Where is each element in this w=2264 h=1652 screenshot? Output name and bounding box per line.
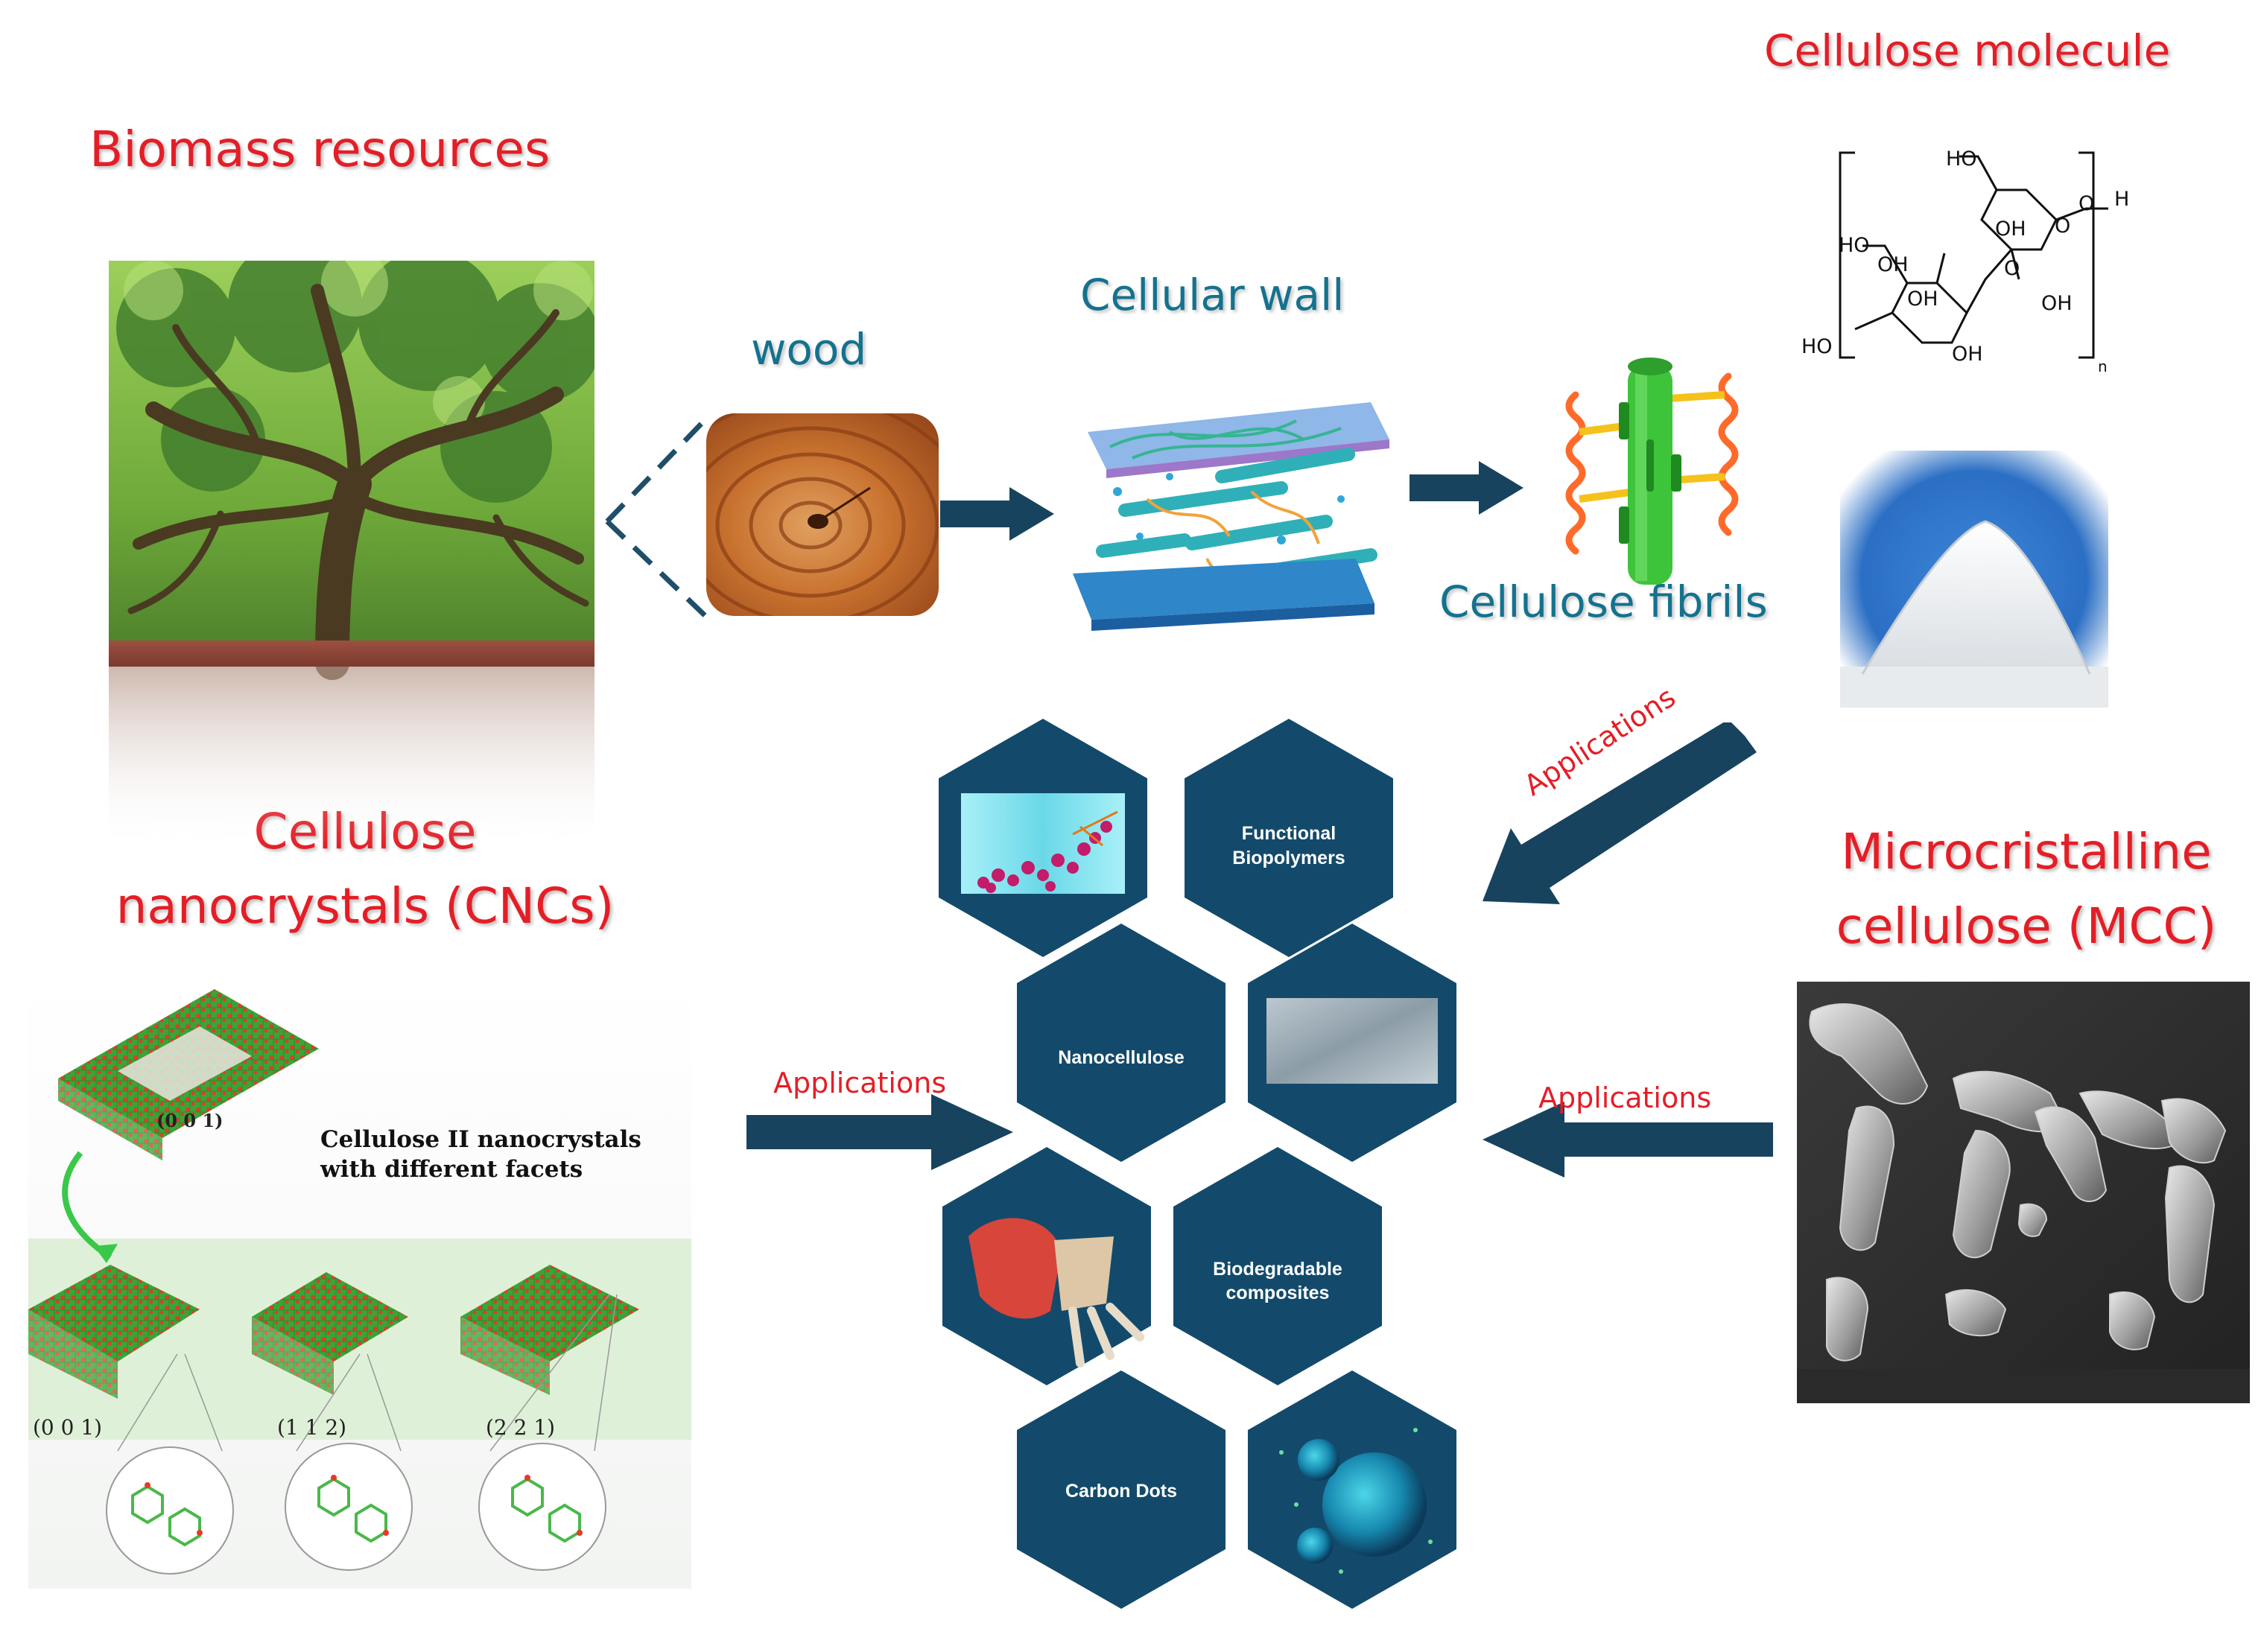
molecule-group: OH	[1952, 343, 1983, 366]
molecule-group: O	[2078, 192, 2095, 215]
biodegradable-composites-label-2: composites	[1226, 1283, 1330, 1303]
nanocellulose-label: Nanocellulose	[1058, 1047, 1185, 1068]
cellular-wall-label: Cellular wall	[1080, 270, 1345, 320]
facet-b-label: (1 1 2)	[277, 1415, 347, 1440]
powder-image	[1840, 451, 2108, 708]
molecule-group: OH	[1877, 253, 1909, 276]
cnc-inset-image	[28, 982, 691, 1589]
molecule-group: HO	[1801, 335, 1833, 358]
mcc-label-line2: cellulose (MCC)	[1836, 898, 2217, 955]
cellulose-molecule-structure	[1839, 151, 2108, 359]
applications-hexagon-cluster	[939, 719, 1456, 1609]
mcc-sem-image	[1797, 982, 2250, 1403]
arrow-top-right	[1483, 722, 1757, 904]
molecule-group: HO	[1946, 147, 1977, 171]
arrow-wood-to-wall	[940, 487, 1054, 541]
cnc-label-line2: nanocrystals (CNCs)	[115, 877, 615, 935]
cnc-inset-title-2: with different facets	[320, 1156, 583, 1183]
biomass-resources-label: Biomass resources	[89, 121, 551, 178]
arrow-left	[746, 1094, 1013, 1170]
wood-label: wood	[751, 324, 867, 375]
cellulose-fibril-image	[1565, 358, 1739, 585]
carbon-dots-label: Carbon Dots	[1065, 1481, 1177, 1502]
biodegradable-composites-label-1: Biodegradable	[1213, 1259, 1342, 1280]
molecule-group: H	[2114, 188, 2130, 211]
cellulose-molecule-label: Cellulose molecule	[1764, 25, 2171, 76]
facet-top-label: (0 0 1)	[156, 1110, 223, 1131]
cellulose-fibrils-label: Cellulose fibrils	[1439, 576, 1768, 627]
molecule-group: OH	[2041, 292, 2073, 315]
molecule-group: OH	[1907, 287, 1938, 311]
molecule-group: O	[2004, 257, 2020, 280]
functional-biopolymers-label-2: Biopolymers	[1232, 848, 1345, 868]
hexagon-labels: Functional Biopolymers Nanocellulose Bio…	[1058, 823, 1345, 1502]
applications-left-label: Applications	[773, 1067, 947, 1099]
molecule-group: n	[2098, 358, 2108, 375]
cellular-wall-image	[1073, 402, 1389, 631]
mcc-label-line1: Microcristalline	[1841, 823, 2212, 880]
arrow-wall-to-fibrils	[1410, 461, 1523, 515]
hexagon-biodegradable-composites	[1173, 1147, 1382, 1385]
wood-image	[706, 413, 939, 616]
hexagon-carbon-dots	[1017, 1370, 1225, 1609]
zoom-dashed-lines	[605, 415, 710, 620]
applications-right-label: Applications	[1538, 1081, 1712, 1114]
hexagon-functional-biopolymers	[1185, 719, 1393, 957]
molecule-group: OH	[1995, 217, 2026, 241]
facet-a-label: (0 0 1)	[33, 1415, 103, 1440]
facet-c-label: (2 2 1)	[486, 1415, 556, 1440]
molecule-group: HO	[1839, 234, 1870, 257]
hexagon-nanocellulose	[1017, 924, 1225, 1162]
functional-biopolymers-label-1: Functional	[1242, 823, 1336, 844]
molecule-group: O	[2055, 215, 2071, 238]
cnc-inset-title-1: Cellulose II nanocrystals	[320, 1126, 641, 1153]
tree-image	[109, 261, 594, 849]
arrow-right	[1483, 1102, 1773, 1178]
